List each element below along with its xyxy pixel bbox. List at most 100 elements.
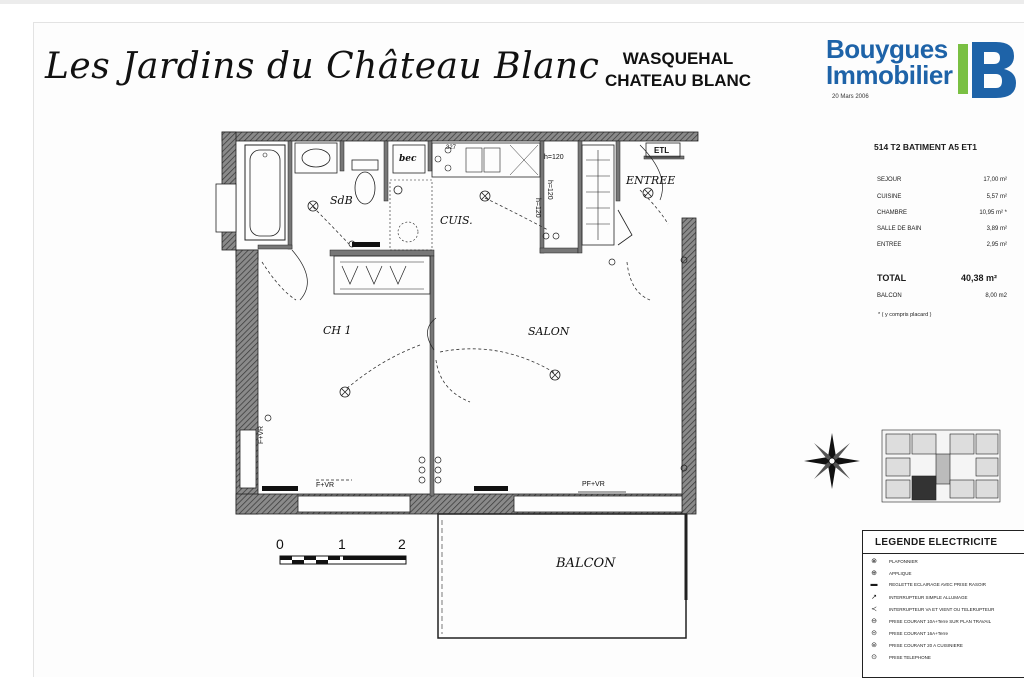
spec-value: 2,95 m² [986, 242, 1007, 248]
label-cuis: CUIS. [440, 214, 473, 227]
ceiling-light-sdb [307, 200, 319, 212]
label-327: 327 [446, 145, 457, 151]
counter-outlet-icon: ⊖ [871, 618, 877, 625]
label-h120-a: h=120 [544, 154, 564, 161]
label-fvr-bottom: F+VR [316, 482, 335, 489]
toilet [351, 159, 379, 205]
logo-b-icon [958, 42, 1016, 98]
legend-item: ⊜PRISE COURANT 20 A CUISINIERE [869, 641, 963, 649]
interior-walls [257, 140, 685, 497]
spec-value: 10,95 m² * [979, 210, 1007, 216]
project-title: Les Jardins du Château Blanc [45, 46, 600, 87]
ceiling-light-salon [549, 369, 561, 381]
legend-item: ⊝PRISE COURANT 16A+Terre [869, 629, 948, 637]
location-line-1: WASQUEHAL [622, 49, 734, 68]
spec-label: SALLE DE BAIN [877, 226, 922, 232]
ceiling-light-cuis [479, 190, 491, 202]
legend-item: ⊙PRISE TELEPHONE [869, 653, 931, 661]
spec-row-sejour: SEJOUR 17,00 m² [877, 177, 1007, 183]
electric-wiring [261, 189, 669, 403]
balcon-value: 8,00 m2 [985, 293, 1007, 299]
switch-icon: ↗ [871, 594, 877, 601]
label-etl: ETL [654, 146, 670, 155]
spec-value: 5,57 m² [986, 194, 1007, 200]
scale-tick-2: 2 [398, 536, 406, 552]
legend-item: ▬REGLETTE ECLAIRAGE AVEC PRISE RASOIR [870, 581, 986, 588]
scale-tick-0: 0 [276, 536, 284, 552]
compass-rose-icon [804, 433, 860, 489]
logo-line-2: Immobilier [826, 60, 953, 90]
location-block: WASQUEHAL CHATEAU BLANC [588, 48, 768, 92]
ceiling-light-ch1 [339, 386, 351, 398]
spec-label: SEJOUR [877, 177, 902, 183]
label-pfvr: PF+VR [582, 481, 605, 488]
label-sdb: SdB [330, 194, 353, 207]
bouygues-logo: Bouygues Immobilier 20 Mars 2006 [826, 36, 1022, 106]
top-border [0, 0, 1024, 4]
key-plan [881, 429, 1001, 503]
spec-label: CHAMBRE [877, 210, 908, 216]
spec-note: * ( y compris placard ) [878, 312, 932, 318]
doors [291, 144, 663, 351]
logo-line-1: Bouygues [826, 34, 948, 64]
spec-label: ENTREE [877, 242, 902, 248]
ceiling-light-entree [642, 187, 654, 199]
two-way-switch-icon: ≺ [871, 606, 877, 613]
wall-light-icon: ⊕ [871, 570, 877, 577]
label-h120-c: h=120 [534, 198, 541, 218]
ceiling-lights [307, 185, 654, 398]
label-ch1: CH 1 [323, 324, 352, 337]
legend-title: LEGENDE ELECTRICITE [875, 537, 998, 548]
scale-bar [279, 555, 407, 565]
strip-light-icon: ▬ [870, 581, 878, 588]
label-bec: bec [399, 154, 417, 164]
legend-item: ≺INTERRUPTEUR VA ET VIENT OU TELERUPTEUR [869, 605, 994, 613]
balcony [437, 513, 688, 639]
total-label: TOTAL [877, 273, 907, 283]
spec-row-balcon: BALCON 8,00 m2 [877, 293, 1007, 299]
spec-row-chambre: CHAMBRE 10,95 m² * [877, 210, 1007, 216]
legend-divider [863, 553, 1024, 554]
ceiling-light-icon: ⊗ [871, 558, 877, 565]
location-line-2: CHATEAU BLANC [604, 71, 752, 90]
spec-row-entree: ENTREE 2,95 m² [877, 242, 1007, 248]
sink [294, 142, 338, 174]
legend-electricite: LEGENDE ELECTRICITE ⊗PLAFONNIER ⊕APPLIQU… [862, 530, 1024, 678]
spec-row-sdb: SALLE DE BAIN 3,89 m² [877, 226, 1007, 232]
spec-label: CUISINE [877, 194, 902, 200]
label-h120-b: h=120 [546, 180, 553, 200]
plan-sheet [33, 22, 1024, 677]
label-balcon: BALCON [556, 556, 616, 571]
spec-total: TOTAL 40,38 m² [877, 273, 997, 283]
exterior-walls [215, 131, 699, 515]
logo-text: Bouygues Immobilier [826, 34, 953, 90]
spec-row-cuisine: CUISINE 5,57 m² [877, 194, 1007, 200]
radiators [262, 242, 508, 491]
total-value: 40,38 m² [960, 273, 997, 283]
legend-item: ⊖PRISE COURANT 10A+Terre SUR PLAN TRAVAI… [869, 617, 991, 625]
scale-tick-1: 1 [338, 536, 346, 552]
label-salon: SALON [528, 325, 570, 338]
logo-date: 20 Mars 2006 [832, 94, 869, 100]
spec-value: 17,00 m² [983, 177, 1007, 183]
cooker-outlet-icon: ⊜ [871, 642, 877, 649]
bedroom-closet [333, 255, 431, 295]
balcon-label: BALCON [877, 293, 902, 299]
legend-item: ⊕APPLIQUE [869, 569, 911, 577]
spec-value: 3,89 m² [986, 226, 1007, 232]
phone-outlet-icon: ⊙ [871, 654, 877, 661]
ceiling-light-bec [393, 185, 403, 195]
legend-item: ↗INTERRUPTEUR SIMPLE ALLUMAGE [869, 593, 967, 601]
boiler [392, 144, 426, 174]
bathtub [244, 144, 286, 241]
etl-box [645, 142, 681, 158]
label-entree: ENTREE [626, 174, 676, 187]
specs-heading: 514 T2 BATIMENT A5 ET1 [874, 142, 977, 152]
entry-closet [581, 144, 633, 246]
outlets [264, 232, 688, 484]
legend-item: ⊗PLAFONNIER [869, 557, 918, 565]
kitchen-counter [389, 142, 541, 251]
label-fvr-left: F+VR [258, 425, 265, 444]
outlet-icon: ⊝ [871, 630, 877, 637]
